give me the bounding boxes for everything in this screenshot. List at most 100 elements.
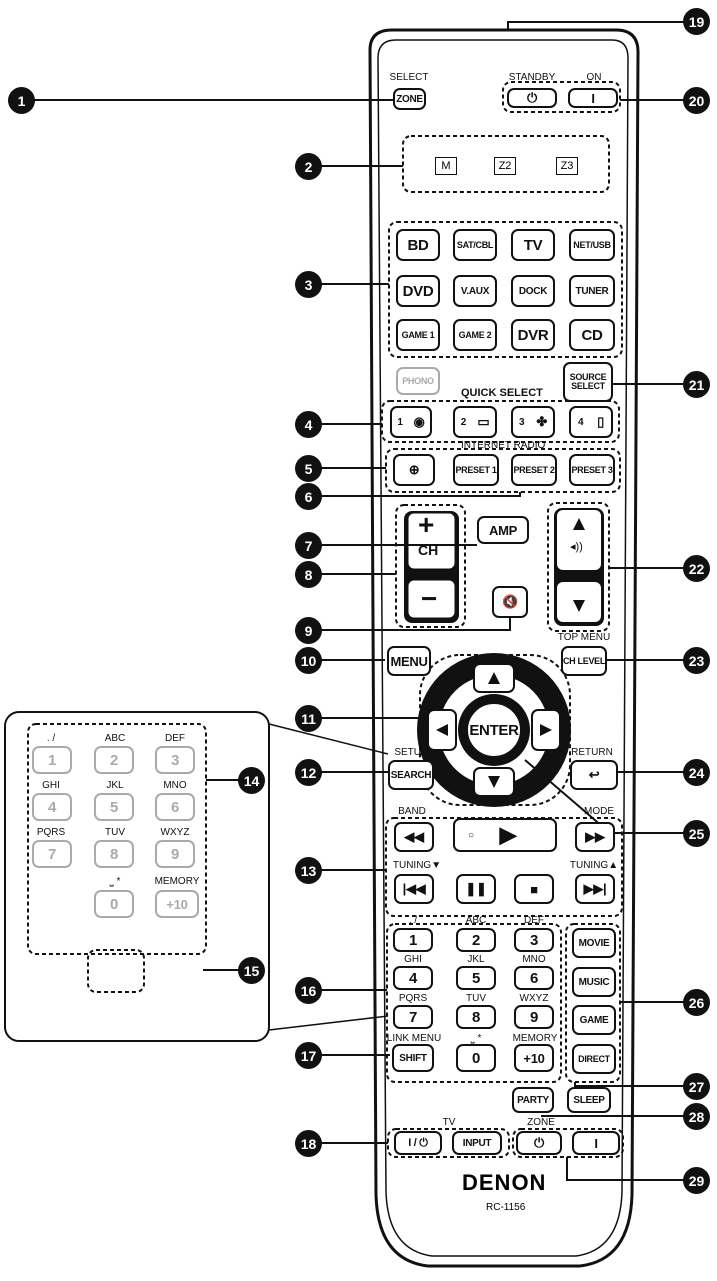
direct-button[interactable]: DIRECT — [572, 1044, 616, 1074]
key5-button[interactable]: 5 — [456, 966, 496, 990]
callout-4: 4 — [295, 411, 322, 438]
inset-key1: 1 — [32, 746, 72, 774]
inset-key8-letters: TUV — [105, 827, 125, 838]
phono-button[interactable]: PHONO — [396, 367, 440, 395]
brand-logo: DENON — [462, 1170, 547, 1195]
search-button[interactable]: SEARCH — [388, 760, 434, 790]
tv-input-button[interactable]: INPUT — [452, 1131, 502, 1155]
callout-8: 8 — [295, 561, 322, 588]
callout-16: 16 — [295, 977, 322, 1004]
key1-letters: . / — [408, 915, 418, 926]
inset-panel — [4, 711, 270, 1042]
ch-level-button[interactable]: CH LEVEL — [561, 646, 607, 676]
group-tv — [387, 1128, 510, 1158]
v-aux-button[interactable]: V.AUX — [453, 275, 497, 307]
callout-7: 7 — [295, 532, 322, 559]
mute-button[interactable]: 🔇 — [492, 586, 528, 618]
preset2-button[interactable]: PRESET 2 — [511, 454, 557, 486]
callout-28: 28 — [683, 1103, 710, 1130]
callout-13: 13 — [295, 857, 322, 884]
standby-button[interactable]: ⏻ — [507, 88, 557, 108]
key0-button[interactable]: 0 — [456, 1044, 496, 1072]
menu-button[interactable]: MENU — [387, 646, 431, 676]
dvd-button[interactable]: DVD — [396, 275, 440, 307]
key1-button[interactable]: 1 — [393, 928, 433, 952]
internet-radio-button[interactable]: ⊕ — [393, 454, 435, 486]
inset-key5: 5 — [94, 793, 134, 821]
key9-letters: WXYZ — [519, 993, 549, 1004]
callout-26: 26 — [683, 989, 710, 1016]
pause-button[interactable]: ❚❚ — [456, 874, 496, 904]
movie-button[interactable]: MOVIE — [572, 928, 616, 958]
tv-power-button[interactable]: I / ⏻ — [394, 1131, 442, 1155]
stop-button[interactable]: ■ — [514, 874, 554, 904]
return-button[interactable]: ↩ — [570, 760, 618, 790]
dvr-button[interactable]: DVR — [511, 319, 555, 351]
return-label: RETURN — [571, 747, 613, 758]
rewind-button[interactable]: ◀◀ — [394, 822, 434, 852]
key2-button[interactable]: 2 — [456, 928, 496, 952]
callout-19: 19 — [683, 8, 710, 35]
enter-button[interactable]: ENTER — [466, 702, 522, 758]
group-inset-numpad — [27, 723, 207, 955]
key7-button[interactable]: 7 — [393, 1005, 433, 1029]
ch-minus-button[interactable]: − — [421, 583, 438, 614]
callout-25: 25 — [683, 820, 710, 847]
tv-button[interactable]: TV — [511, 229, 555, 261]
stop-icon: ■ — [530, 881, 538, 897]
preset1-button[interactable]: PRESET 1 — [453, 454, 499, 486]
setup-label: SETUP — [394, 747, 428, 758]
quick-select-1-button[interactable]: 1 ◉ — [390, 406, 432, 438]
source-select-button[interactable]: SOURCE SELECT — [563, 362, 613, 402]
callout-12: 12 — [295, 759, 322, 786]
callout-29: 29 — [683, 1167, 710, 1194]
game2-button[interactable]: GAME 2 — [453, 319, 497, 351]
tuner-button[interactable]: TUNER — [569, 275, 615, 307]
ch-plus-button[interactable]: + — [418, 509, 435, 540]
shift-button[interactable]: SHIFT — [392, 1044, 434, 1072]
zone-main-indicator: M — [435, 157, 457, 175]
inset-key5-letters: JKL — [106, 780, 124, 791]
quick-select-2-button[interactable]: 2 ▭ — [453, 406, 497, 438]
leader-25 — [524, 759, 611, 834]
bd-button[interactable]: BD — [396, 229, 440, 261]
net-usb-button[interactable]: NET/USB — [569, 229, 615, 261]
fast-forward-icon: ▶▶ — [585, 829, 605, 844]
on-label: ON — [586, 72, 602, 83]
cursor-down-arrow — [488, 776, 500, 788]
key6-button[interactable]: 6 — [514, 966, 554, 990]
quick-select-4-button[interactable]: 4 ▯ — [569, 406, 613, 438]
cd-button[interactable]: CD — [569, 319, 615, 351]
key3-button[interactable]: 3 — [514, 928, 554, 952]
tv-label: TV — [442, 1117, 456, 1128]
on-button[interactable]: I — [568, 88, 618, 108]
zone-button[interactable]: ZONE — [393, 88, 426, 110]
plus10-button[interactable]: +10 — [514, 1044, 554, 1072]
key8-button[interactable]: 8 — [456, 1005, 496, 1029]
inset-leader-bottom — [268, 1015, 389, 1031]
fast-forward-button[interactable]: ▶▶ — [575, 822, 615, 852]
music-button[interactable]: MUSIC — [572, 967, 616, 997]
sat-cbl-button[interactable]: SAT/CBL — [453, 229, 497, 261]
skip-back-icon: |◀◀ — [402, 881, 426, 896]
callout-11: 11 — [295, 705, 322, 732]
preset3-button[interactable]: PRESET 3 — [569, 454, 615, 486]
sleep-button[interactable]: SLEEP — [567, 1087, 611, 1113]
amp-button[interactable]: AMP — [477, 516, 529, 544]
zone-standby-button[interactable]: ⏻ — [516, 1131, 562, 1155]
key4-button[interactable]: 4 — [393, 966, 433, 990]
inset-memory-label: MEMORY — [154, 876, 200, 887]
game-button[interactable]: GAME — [572, 1005, 616, 1035]
key9-button[interactable]: 9 — [514, 1005, 554, 1029]
dock-button[interactable]: DOCK — [511, 275, 555, 307]
ch-plus-face — [407, 512, 456, 570]
zone-on-button[interactable]: I — [572, 1131, 620, 1155]
quick-select-3-button[interactable]: 3 ✤ — [511, 406, 555, 438]
game1-button[interactable]: GAME 1 — [396, 319, 440, 351]
inset-key0-letters: ⎵ * — [109, 876, 121, 887]
skip-forward-button[interactable]: ▶▶| — [575, 874, 615, 904]
skip-back-button[interactable]: |◀◀ — [394, 874, 434, 904]
play-button[interactable]: ○ ▶ — [453, 818, 557, 852]
leader-6 — [308, 492, 521, 497]
party-button[interactable]: PARTY — [512, 1087, 554, 1113]
